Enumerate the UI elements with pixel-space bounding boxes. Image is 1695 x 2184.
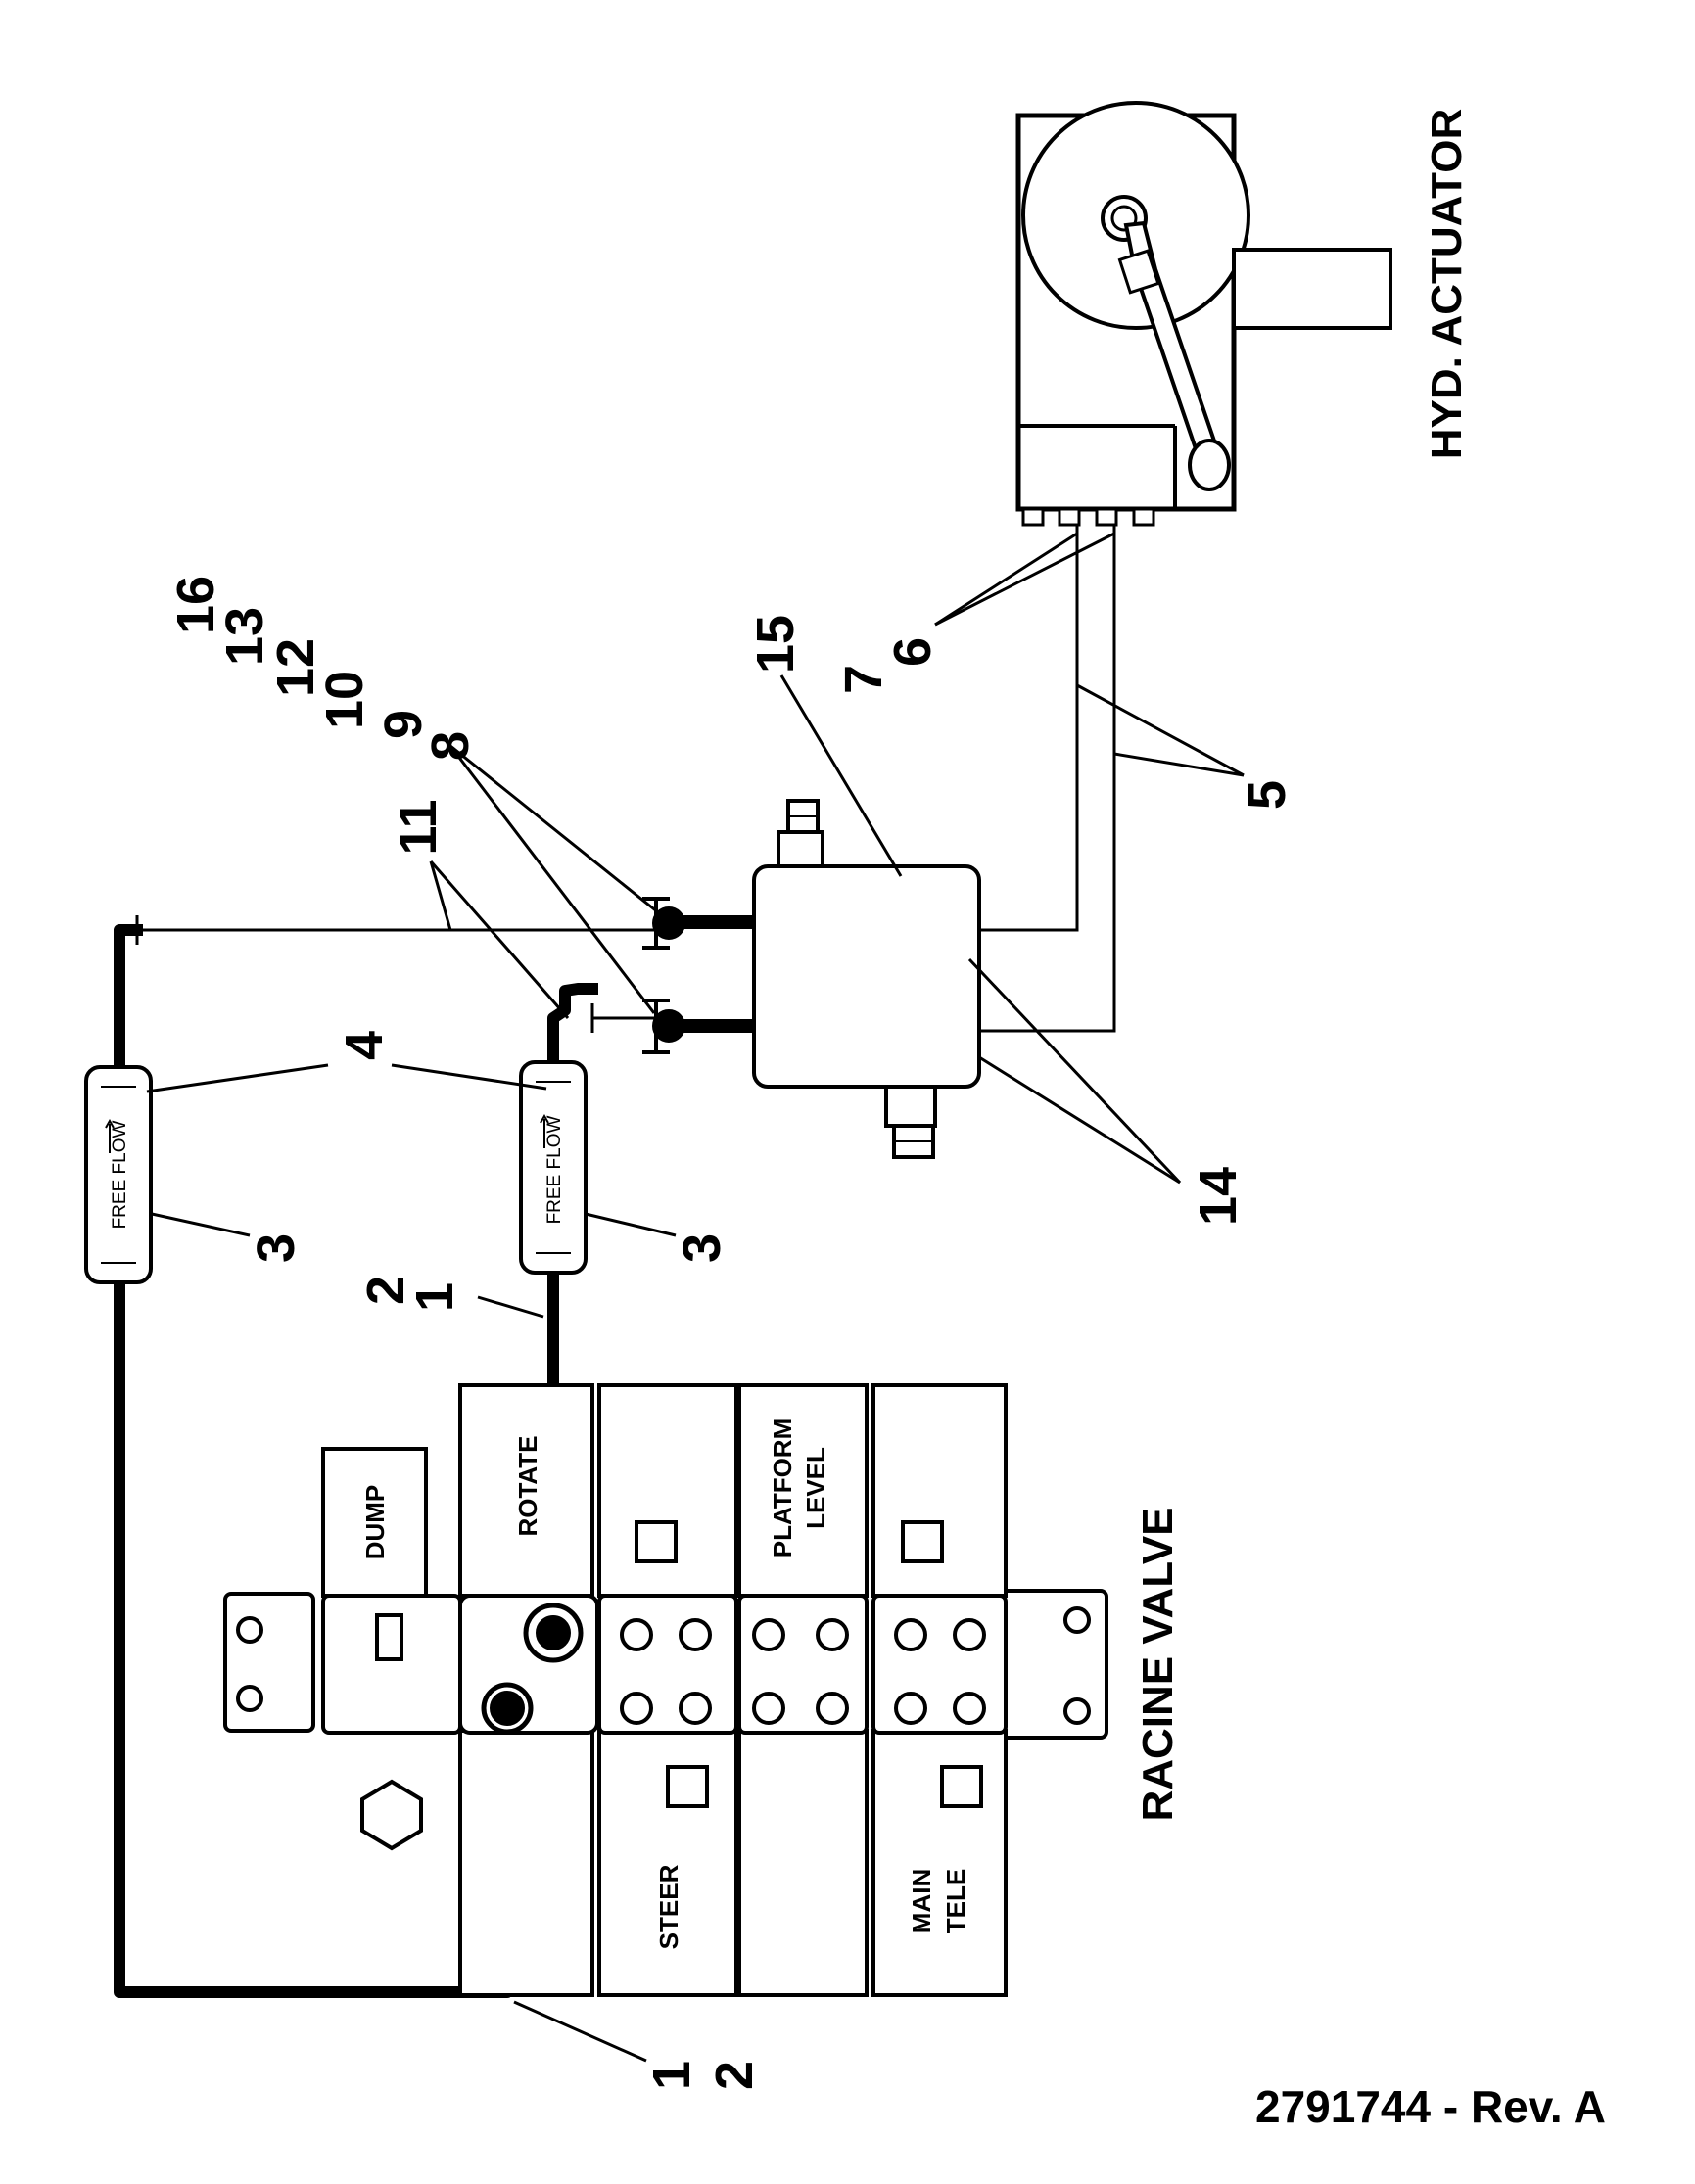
callout-14: 14 <box>1189 1167 1248 1226</box>
hyd-actuator-title: HYD. ACTUATOR <box>1423 109 1471 460</box>
callout-2-upper: 2 <box>356 1276 415 1305</box>
callout-1-lower: 1 <box>642 2061 701 2090</box>
tube-group <box>135 514 1116 1033</box>
spool-main-label-1: MAIN <box>907 1869 936 1933</box>
tube-5-lower <box>979 514 1116 1033</box>
spool-platform-label-2: LEVEL <box>801 1447 830 1529</box>
tee-fitting-upper <box>642 897 685 950</box>
callouts: 16 13 12 10 9 8 11 15 7 6 5 4 14 3 3 2 1… <box>166 576 1296 2090</box>
callout-9: 9 <box>374 710 433 739</box>
callout-15: 15 <box>746 615 805 674</box>
document-number: 2791744 - Rev. A <box>1255 2081 1606 2132</box>
callout-13: 13 <box>215 607 274 666</box>
check-valve-right: FREE FLOW <box>519 1060 588 1275</box>
callout-3-right: 3 <box>673 1233 731 1263</box>
check-valve-left: FREE FLOW <box>84 1065 153 1284</box>
spool-steer-label: STEER <box>654 1864 683 1949</box>
hydraulic-actuator <box>1015 101 1392 527</box>
callout-2-lower: 2 <box>705 2061 764 2090</box>
callout-6: 6 <box>883 637 942 667</box>
flow-arrow-icon <box>540 1113 549 1148</box>
leader-lines <box>146 532 1245 2063</box>
spool-tele-label-2: TELE <box>941 1869 970 1933</box>
tube-5-upper <box>979 514 1079 932</box>
spool-labels: DUMP ROTATE PLATFORM LEVEL STEER MAIN TE… <box>360 1418 970 1950</box>
manifold-block <box>752 799 981 1159</box>
callout-3-left: 3 <box>247 1233 306 1263</box>
callout-5: 5 <box>1238 780 1296 810</box>
callout-10: 10 <box>315 671 374 729</box>
racine-valve-title: RACINE VALVE <box>1134 1507 1182 1821</box>
callout-7: 7 <box>834 665 893 694</box>
callout-16: 16 <box>166 576 225 634</box>
check-valve-left-label: FREE FLOW <box>110 1121 130 1230</box>
callout-1-upper: 1 <box>405 1282 464 1312</box>
flow-arrow-icon <box>105 1118 115 1153</box>
check-valve-right-label: FREE FLOW <box>544 1116 565 1225</box>
spool-rotate-label: ROTATE <box>513 1435 542 1536</box>
spool-platform-label-1: PLATFORM <box>768 1418 797 1558</box>
callout-4: 4 <box>335 1031 394 1060</box>
callout-12: 12 <box>266 638 325 697</box>
hose-right-upper <box>547 983 598 1068</box>
tee-fitting-lower <box>642 999 685 1054</box>
callout-11: 11 <box>389 799 447 855</box>
spool-dump-label: DUMP <box>360 1485 390 1560</box>
hose-left-upper <box>114 924 143 1073</box>
racine-valve <box>223 1383 1108 1997</box>
callout-8: 8 <box>421 731 480 761</box>
